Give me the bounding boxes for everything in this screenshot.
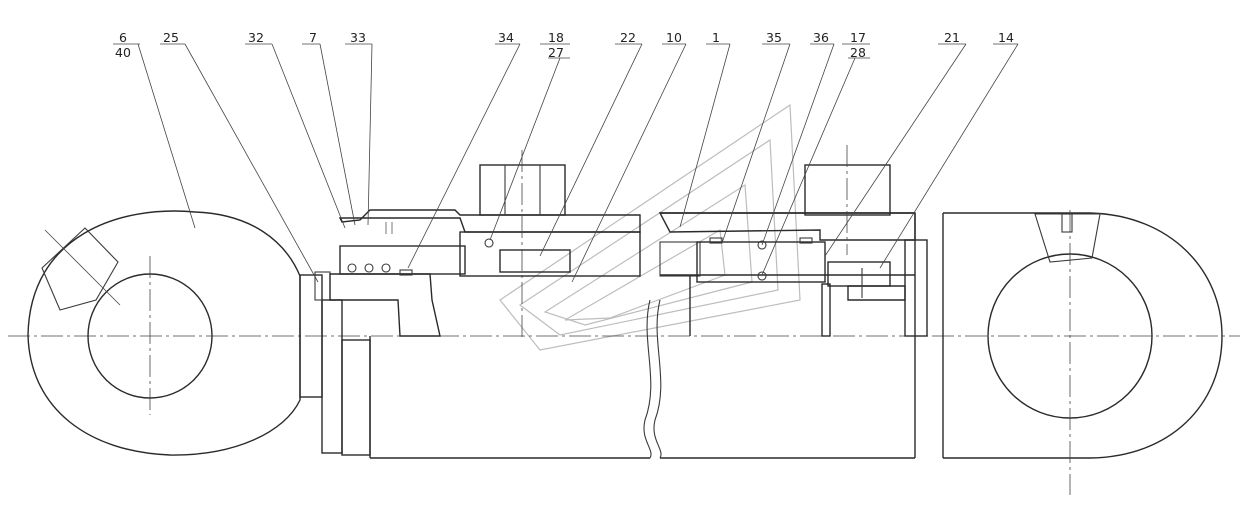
callout-36: 36 <box>813 30 829 45</box>
callout-1: 1 <box>712 30 720 45</box>
callout-25: 25 <box>163 30 179 45</box>
watermark-logo <box>499 103 801 351</box>
gland-head <box>329 209 641 337</box>
cylinder-barrel <box>658 212 916 336</box>
callout-22: 22 <box>620 30 636 45</box>
callout-32: 32 <box>248 30 264 45</box>
callout-33: 33 <box>350 30 366 45</box>
callout-28: 28 <box>850 45 866 60</box>
piston-rod <box>369 299 915 459</box>
callout-17: 17 <box>850 30 866 45</box>
callout-27: 27 <box>548 45 564 60</box>
callout-34: 34 <box>498 30 514 45</box>
clamp-block-right <box>804 145 891 255</box>
callout-6: 6 <box>119 30 127 45</box>
callout-21: 21 <box>944 30 960 45</box>
callout-18: 18 <box>548 30 564 45</box>
piston <box>696 237 826 283</box>
callout-35: 35 <box>766 30 782 45</box>
callout-7: 7 <box>309 30 317 45</box>
leader-lines <box>113 43 1019 283</box>
rod-eye-left <box>27 210 301 456</box>
clamp-block-left <box>479 150 566 340</box>
callout-14: 14 <box>998 30 1014 45</box>
rod-eye-right <box>914 210 1223 495</box>
callout-40: 40 <box>115 45 131 60</box>
piston-nut <box>821 239 928 337</box>
callout-10: 10 <box>666 30 682 45</box>
callout-labels: 6 40 25 32 7 33 34 18 27 22 10 1 35 36 1… <box>115 30 1014 60</box>
